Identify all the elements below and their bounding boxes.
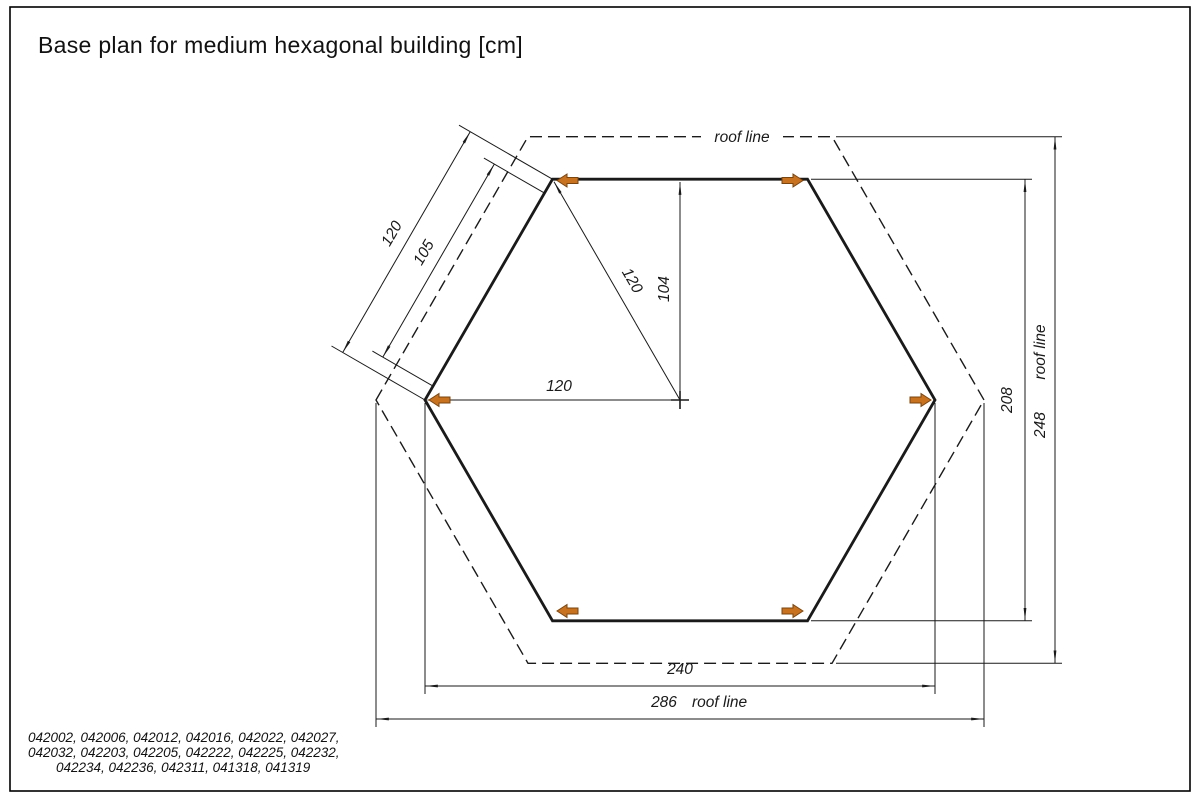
roof-line-label-right: roof line — [1032, 324, 1049, 380]
extension-line — [331, 345, 426, 401]
product-codes-line2: 042032, 042203, 042205, 042222, 042225, … — [28, 745, 340, 760]
product-codes: 042002, 042006, 042012, 042016, 042022, … — [28, 730, 340, 775]
dim-text-roof-width: 286 — [650, 694, 677, 711]
page-title: Base plan for medium hexagonal building … — [38, 32, 523, 58]
dim-text-radius: 120 — [618, 265, 646, 296]
dim-text-roof-height: 248 — [1032, 412, 1049, 439]
post-marker-arrow-top-left — [556, 173, 579, 188]
post-marker-arrow-top-right — [781, 173, 804, 188]
roof-line-label-bottom: roof line — [692, 694, 748, 711]
dim-text-edge-outer: 120 — [378, 218, 406, 249]
post-marker-arrow-bottom-left — [556, 604, 579, 618]
extension-line — [483, 157, 545, 194]
dim-text-wall-height: 208 — [999, 387, 1016, 414]
post-marker-arrow-right — [909, 393, 932, 407]
dimension-line-edge-outer — [342, 131, 471, 353]
extension-line — [458, 124, 553, 180]
product-codes-line3: 042234, 042236, 042311, 041318, 041319 — [56, 760, 311, 775]
dim-width-group: 240 — [424, 403, 936, 694]
dim-half-width-group: 120 — [427, 378, 680, 402]
dimension-line-radius — [553, 181, 681, 401]
dim-text-edge-inner: 105 — [410, 237, 438, 268]
dim-roof-height-group: 248 roof line — [836, 136, 1062, 664]
dim-apothem-group: 104 — [656, 182, 682, 400]
product-codes-line1: 042002, 042006, 042012, 042016, 042022, … — [28, 730, 340, 745]
roof-outline — [375, 135, 985, 664]
dim-wall-height-group: 208 — [811, 178, 1032, 622]
post-marker-arrow-bottom-right — [781, 604, 804, 618]
dim-text-half-width: 120 — [546, 378, 572, 395]
extension-line — [372, 350, 434, 387]
dim-text-apothem: 104 — [656, 276, 673, 302]
dim-text-width: 240 — [666, 661, 693, 678]
dimension-line-edge-inner — [382, 163, 495, 358]
post-marker-arrow-left — [428, 393, 451, 407]
dim-roof-width-group: 286 roof line — [375, 403, 985, 727]
roof-line-label-backing — [701, 130, 783, 145]
page-border — [9, 6, 1191, 792]
roof-line-label-top: roof line — [714, 129, 770, 146]
dim-edge-group: 120 105 — [331, 124, 553, 401]
